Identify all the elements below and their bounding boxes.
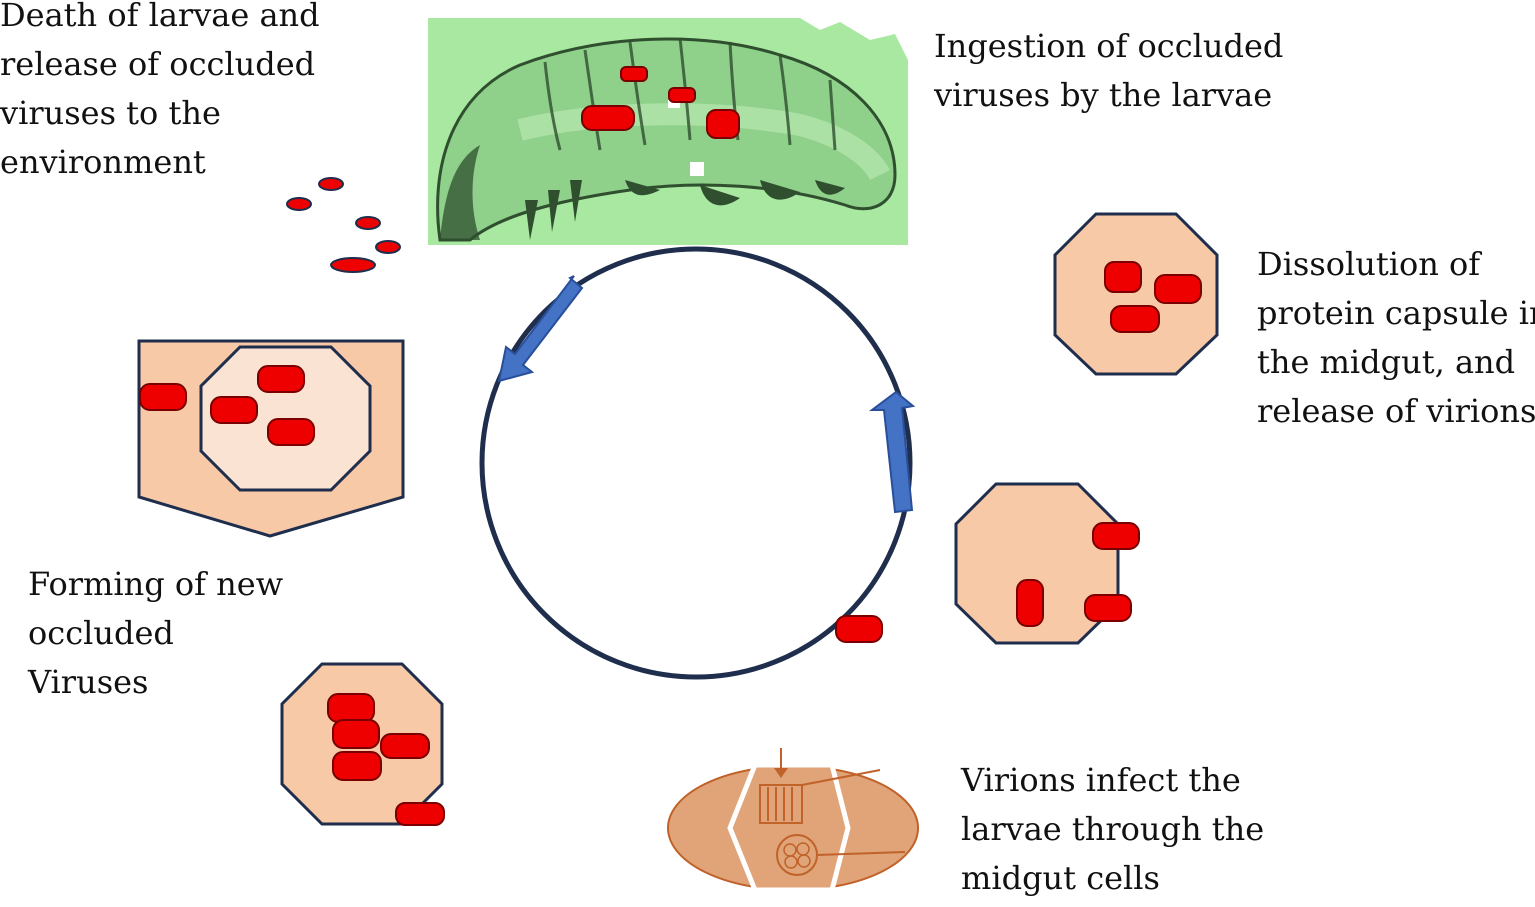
- death-label: Death of larvae and release of occluded …: [0, 0, 320, 181]
- released-viruses: [286, 177, 401, 273]
- infection-label: Virions infect the larvae through the mi…: [961, 761, 1265, 897]
- cycle-arrow-upper-left: [497, 275, 584, 383]
- larva-illustration: [428, 18, 908, 245]
- forming-label: Forming of new occluded Viruses: [28, 565, 284, 701]
- cycle-circle: [479, 246, 913, 680]
- release-cell: [835, 482, 1140, 645]
- ingestion-label: Ingestion of occluded viruses by the lar…: [934, 27, 1284, 114]
- forming-cell: [280, 662, 445, 826]
- occlusion-cell: [137, 339, 405, 538]
- midgut-cell-infection: [667, 748, 919, 893]
- dissolution-cell: [1053, 212, 1219, 376]
- dissolution-label: Dissolution of protein capsule in the mi…: [1257, 245, 1535, 430]
- larva-viruses: [581, 66, 740, 139]
- cycle-arrow-right: [869, 390, 916, 514]
